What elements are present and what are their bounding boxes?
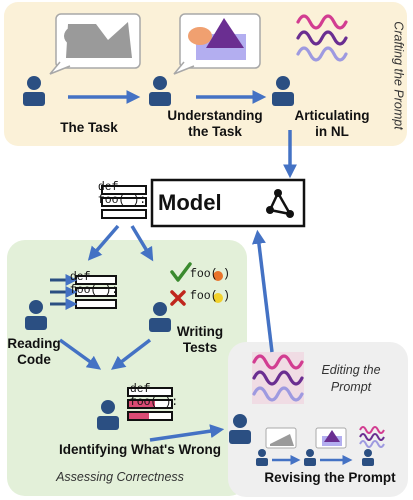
model-box xyxy=(150,178,306,228)
faulty-code-lines xyxy=(127,387,173,421)
mini-understanding-bubble xyxy=(315,427,347,449)
reading-code-lines xyxy=(50,274,117,310)
reading-function-signature: foo( ): xyxy=(69,284,119,297)
test-call-fail: foo( xyxy=(190,290,218,303)
understanding-person-icon xyxy=(149,76,171,106)
test-call-pass: foo( xyxy=(190,268,218,281)
def-keyword: def xyxy=(97,181,119,194)
passing-input-marker xyxy=(213,293,223,303)
arrow-identifying-to-editing xyxy=(149,424,225,442)
check-icon xyxy=(170,262,192,282)
mini-person-icon-3 xyxy=(362,449,374,466)
arrow-testing-to-identifying xyxy=(110,338,152,370)
writing-tests-label-line1: Writing xyxy=(176,324,224,339)
understanding-label-line1: Understanding xyxy=(167,108,263,123)
reading-code-header: def foo( ): xyxy=(56,258,118,297)
arrow-model-to-testing xyxy=(130,225,154,262)
identifying-code-header: def foo( ): xyxy=(116,370,178,409)
model-code-header: def foo( ): xyxy=(84,168,146,207)
editing-person-icon xyxy=(229,414,251,444)
natural-language-waves xyxy=(296,14,348,62)
crafting-prompt-title: Crafting the Prompt xyxy=(391,21,406,130)
arrow-editing-to-model xyxy=(251,229,274,353)
arrow-model-to-reading xyxy=(87,224,120,261)
task-thought-bubble xyxy=(49,13,141,75)
editing-prompt-title-line: Editing the Prompt xyxy=(321,363,381,394)
reading-label-line1: Reading xyxy=(7,336,61,351)
edited-prompt-waves xyxy=(252,352,304,404)
reading-label-line2: Code xyxy=(17,352,51,367)
articulating-person-icon xyxy=(272,76,294,106)
failing-input-marker xyxy=(213,271,223,281)
identifying-label: Identifying What's Wrong xyxy=(59,442,221,457)
articulating-label-line2: in NL xyxy=(315,124,349,139)
mini-person-icon-2 xyxy=(304,449,316,466)
test-call-fail-close: ) xyxy=(223,290,230,303)
task-person-icon xyxy=(23,76,45,106)
mini-waves xyxy=(359,426,385,448)
understanding-thought-bubble xyxy=(173,13,261,75)
network-icon xyxy=(266,189,294,218)
model-label: Model xyxy=(158,190,222,215)
reading-person-icon xyxy=(25,300,47,330)
test-call-pass-close: ) xyxy=(223,268,230,281)
understanding-label-line2: the Task xyxy=(188,124,242,139)
revising-label: Revising the Prompt xyxy=(264,470,396,485)
task-label: The Task xyxy=(60,120,118,135)
writing-tests-person-icon xyxy=(149,302,171,332)
reading-def-keyword: def xyxy=(69,271,91,284)
mini-task-bubble xyxy=(265,427,297,449)
mini-person-icon xyxy=(256,449,268,466)
identifying-def-keyword: def xyxy=(129,383,151,396)
cross-icon xyxy=(170,290,186,306)
function-signature: foo( ): xyxy=(97,194,147,207)
assessing-correctness-title: Assessing Correctness xyxy=(56,470,184,484)
identifying-function-signature: foo( ): xyxy=(129,396,179,409)
generated-code-lines xyxy=(101,185,147,219)
articulating-label-line1: Articulating xyxy=(294,108,370,123)
writing-tests-label-line2: Tests xyxy=(182,340,218,355)
assessing-correctness-section xyxy=(7,240,247,496)
arrow-reading-to-identifying xyxy=(58,338,102,370)
